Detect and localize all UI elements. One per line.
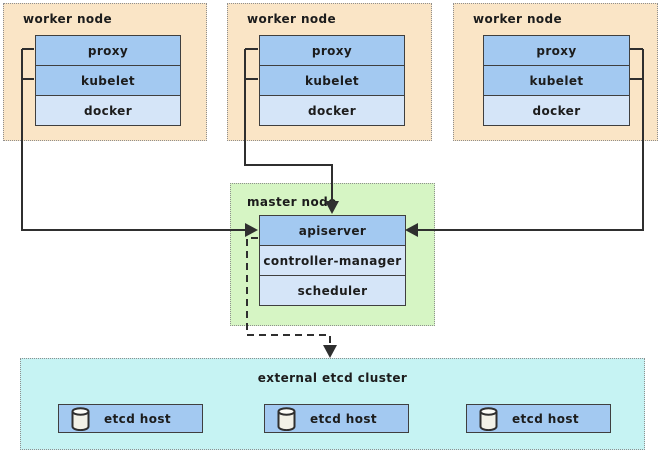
worker-node-3-components: proxy kubelet docker: [483, 35, 630, 126]
etcd-host-label: etcd host: [104, 411, 172, 426]
worker-node-title: worker node: [23, 12, 113, 26]
component-scheduler: scheduler: [259, 275, 406, 306]
component-kubelet: kubelet: [259, 65, 405, 96]
component-kubelet: kubelet: [483, 65, 630, 96]
etcd-host-1: etcd host: [58, 404, 203, 433]
worker-node-1-components: proxy kubelet docker: [35, 35, 181, 126]
etcd-cluster-title: external etcd cluster: [257, 371, 408, 385]
component-controller-manager: controller-manager: [259, 245, 406, 276]
worker-node-2-components: proxy kubelet docker: [259, 35, 405, 126]
master-node: master node apiserver controller-manager…: [230, 183, 435, 326]
master-node-components: apiserver controller-manager scheduler: [259, 215, 406, 306]
database-cylinder-icon: [71, 406, 90, 431]
worker-node-title: worker node: [247, 12, 337, 26]
component-docker: docker: [35, 95, 181, 126]
component-proxy: proxy: [259, 35, 405, 66]
component-proxy: proxy: [483, 35, 630, 66]
component-apiserver: apiserver: [259, 215, 406, 246]
worker-node-1: worker node proxy kubelet docker: [3, 3, 207, 141]
master-node-title: master node: [247, 195, 337, 209]
component-kubelet: kubelet: [35, 65, 181, 96]
etcd-host-3: etcd host: [466, 404, 611, 433]
component-proxy: proxy: [35, 35, 181, 66]
external-etcd-cluster: external etcd cluster etcd host etcd hos…: [20, 358, 645, 450]
database-cylinder-icon: [277, 406, 296, 431]
worker-node-title: worker node: [473, 12, 563, 26]
arrowhead-down: [323, 345, 337, 358]
worker-node-2: worker node proxy kubelet docker: [227, 3, 432, 141]
etcd-host-2: etcd host: [264, 404, 409, 433]
etcd-host-label: etcd host: [310, 411, 378, 426]
database-cylinder-icon: [479, 406, 498, 431]
worker-node-3: worker node proxy kubelet docker: [453, 3, 658, 141]
etcd-host-label: etcd host: [512, 411, 580, 426]
component-docker: docker: [483, 95, 630, 126]
component-docker: docker: [259, 95, 405, 126]
